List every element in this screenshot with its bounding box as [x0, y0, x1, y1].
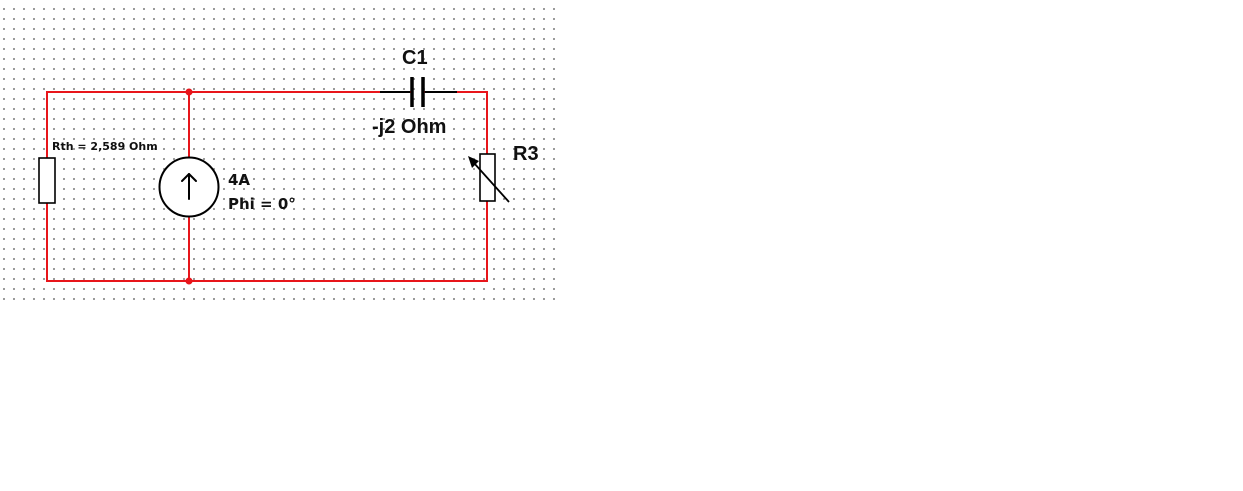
junction-node-top — [185, 88, 193, 96]
resistor-rth-body — [38, 157, 56, 204]
variable-resistor-r3[interactable]: R3 — [468, 143, 539, 203]
resistor-rth[interactable]: Rth = 2,589 Ohm — [38, 140, 158, 204]
source-current-label: 4A — [228, 171, 250, 189]
junction-node-bottom — [185, 277, 193, 285]
variable-resistor-icon — [468, 156, 510, 203]
schematic-canvas — [0, 0, 556, 302]
source-phase-label: Phi = 0° — [228, 195, 296, 213]
r3-name-label: R3 — [513, 143, 539, 165]
current-source[interactable]: 4A Phi = 0° — [158, 156, 296, 218]
c1-impedance-label: -j2 Ohm — [372, 116, 446, 138]
wires — [46, 91, 488, 282]
rth-label: Rth = 2,589 Ohm — [52, 140, 158, 153]
c1-name-label: C1 — [402, 47, 428, 69]
capacitor-c1[interactable]: C1 -j2 Ohm — [372, 47, 457, 138]
arrow-up-icon — [181, 173, 197, 200]
